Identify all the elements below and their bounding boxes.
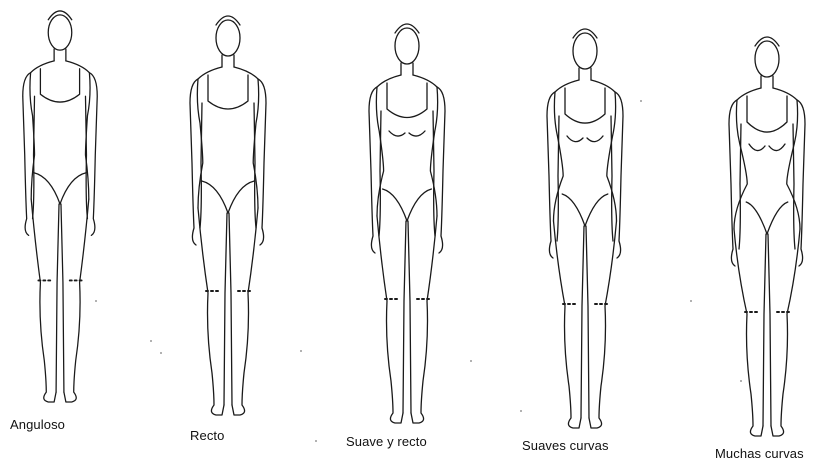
figure-anguloso (23, 11, 97, 402)
left-arm (547, 92, 559, 258)
swimsuit-leg-line (383, 189, 432, 221)
swimsuit-neckline (747, 96, 787, 132)
scan-speck (470, 360, 472, 362)
right-leg (64, 199, 89, 402)
torso-outline (376, 75, 437, 216)
swimsuit-neckline (387, 83, 427, 118)
scan-speck (740, 380, 742, 382)
inner-leg-lines (224, 213, 232, 405)
swimsuit-leg-line (562, 194, 608, 226)
label-anguloso: Anguloso (10, 417, 65, 432)
right-arm (254, 79, 266, 245)
scan-speck (690, 300, 692, 302)
label-suaves-curvas: Suaves curvas (522, 438, 609, 453)
swimsuit-neckline (40, 69, 79, 102)
torso-outline (197, 67, 258, 208)
left-leg (31, 199, 56, 402)
left-arm (369, 87, 381, 253)
left-leg (734, 229, 763, 436)
neck-outline (761, 76, 773, 88)
head-outline (395, 28, 419, 64)
head-outline (573, 33, 597, 69)
left-arm (190, 79, 202, 245)
right-leg (771, 229, 800, 436)
neck-outline (222, 55, 234, 67)
bust-line (567, 136, 603, 142)
right-leg (411, 216, 437, 423)
figure-suave-y-recto (369, 24, 445, 423)
swimsuit-leg-line (34, 173, 87, 204)
label-muchas-curvas: Muchas curvas (715, 446, 804, 461)
scan-speck (520, 410, 522, 412)
scan-speck (300, 350, 302, 352)
bust-line (749, 144, 785, 151)
inner-leg-lines (581, 226, 589, 418)
head-outline (755, 41, 779, 77)
label-suave-y-recto: Suave y recto (346, 434, 427, 449)
figure-recto (190, 16, 266, 415)
scan-speck (640, 100, 642, 102)
figure-muchas-curvas (729, 37, 805, 436)
inner-leg-lines (403, 221, 411, 413)
head-outline (216, 20, 240, 56)
torso-outline (554, 80, 617, 221)
right-arm (611, 92, 623, 258)
swimsuit-leg-line (746, 202, 788, 234)
right-arm (433, 87, 445, 253)
figure-suaves-curvas (547, 29, 623, 428)
torso-outline (734, 88, 800, 229)
neck-outline (401, 63, 413, 75)
scan-speck (95, 300, 97, 302)
left-leg (198, 208, 224, 415)
scan-speck (315, 440, 317, 442)
inner-leg-lines (763, 234, 771, 426)
left-leg (377, 216, 403, 423)
swimsuit-leg-line (202, 181, 254, 213)
label-recto: Recto (190, 428, 224, 443)
right-leg (232, 208, 258, 415)
scan-speck (160, 352, 162, 354)
bust-line (389, 131, 425, 136)
swimsuit-neckline (208, 75, 248, 109)
scan-speck (150, 340, 152, 342)
right-leg (589, 221, 617, 428)
neck-outline (54, 49, 66, 61)
head-outline (48, 15, 72, 50)
swimsuit-neckline (565, 88, 605, 123)
neck-outline (579, 68, 591, 80)
left-leg (554, 221, 582, 428)
inner-leg-lines (56, 204, 64, 392)
torso-outline (30, 61, 90, 199)
